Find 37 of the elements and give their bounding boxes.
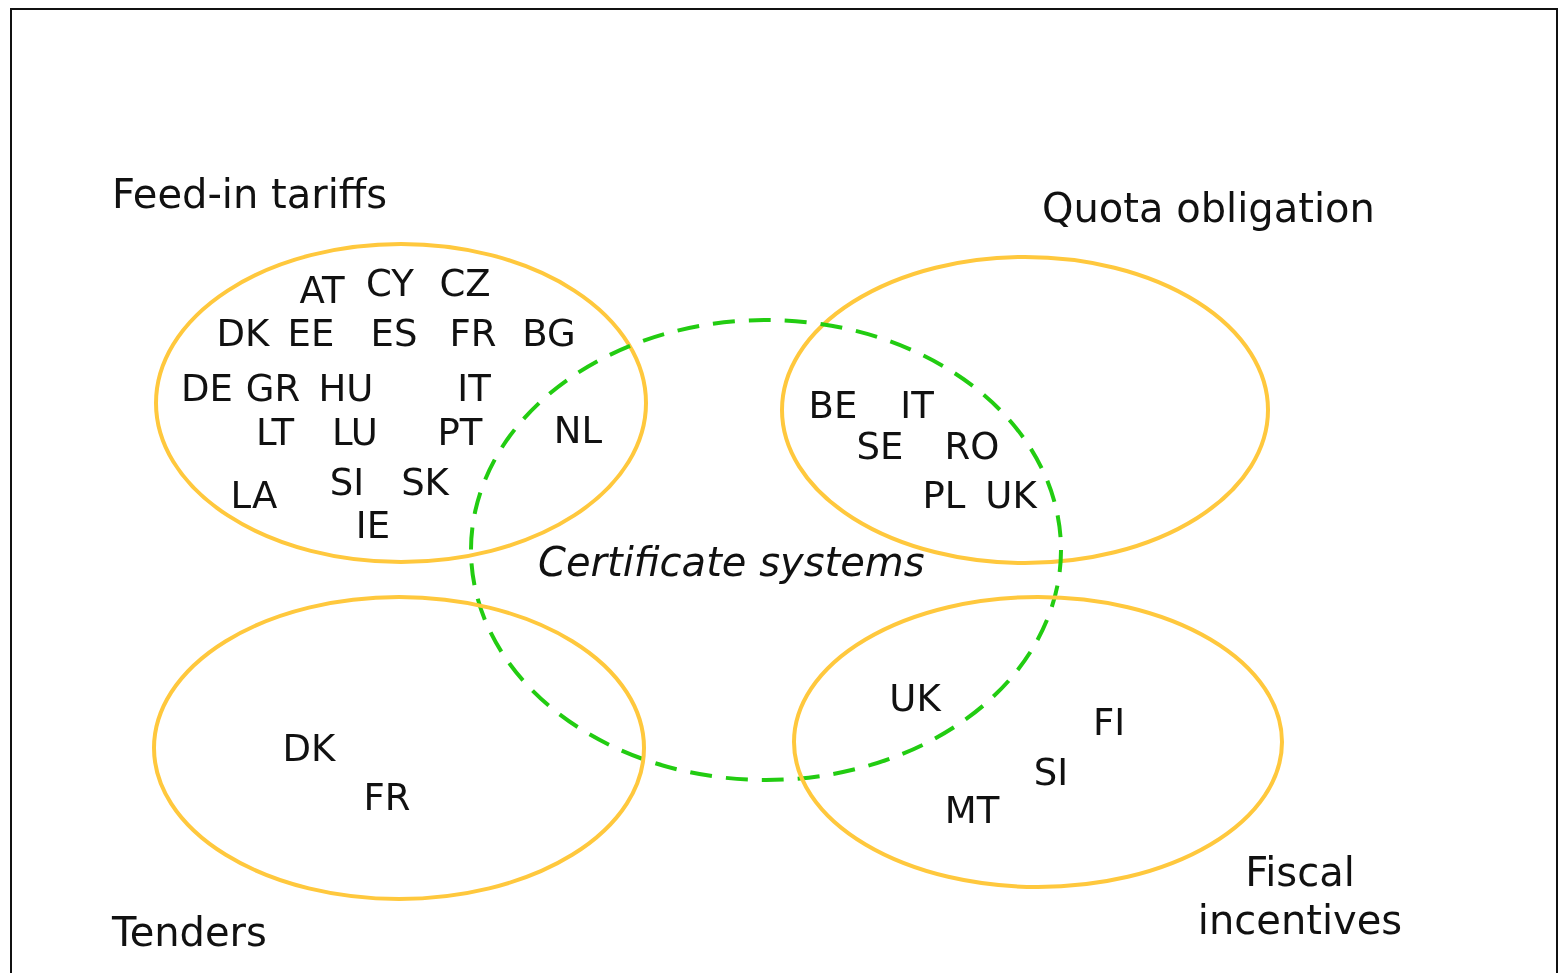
country-code: DK [282, 729, 336, 767]
country-code: FR [363, 778, 411, 816]
country-code: FR [449, 314, 497, 352]
country-code: HU [318, 369, 374, 407]
set-title: Feed-in tariffs [112, 170, 388, 218]
country-code: NL [553, 411, 603, 449]
country-code: BG [522, 314, 576, 352]
country-code: AT [299, 271, 345, 309]
set-title: Tenders [112, 908, 267, 956]
country-code: LU [332, 413, 378, 451]
country-code: DE [181, 369, 233, 407]
country-code: IT [457, 369, 491, 407]
set-title: Fiscal incentives [1196, 848, 1404, 944]
country-code: MT [944, 791, 1000, 829]
country-code: IE [355, 506, 391, 544]
country-code: GR [245, 369, 301, 407]
country-code: RO [944, 427, 1000, 465]
country-code: BE [808, 386, 858, 424]
country-code: DK [216, 314, 270, 352]
country-code: CY [366, 264, 414, 302]
country-code: CZ [439, 264, 491, 302]
country-code: SK [401, 463, 449, 501]
country-code: PL [922, 476, 966, 514]
country-code: ES [370, 314, 418, 352]
country-code: UK [889, 679, 941, 717]
country-code: LA [230, 476, 278, 514]
country-code: IT [900, 386, 934, 424]
set-title: Quota obligation [1042, 184, 1375, 232]
country-code: EE [287, 314, 335, 352]
country-code: SI [1033, 753, 1069, 791]
country-code: PT [437, 413, 483, 451]
country-code: LT [255, 413, 295, 451]
country-code: FI [1092, 703, 1126, 741]
country-code: SI [329, 463, 365, 501]
country-code: SE [856, 427, 904, 465]
set-title: Certificate systems [538, 538, 925, 586]
country-code: UK [985, 476, 1037, 514]
